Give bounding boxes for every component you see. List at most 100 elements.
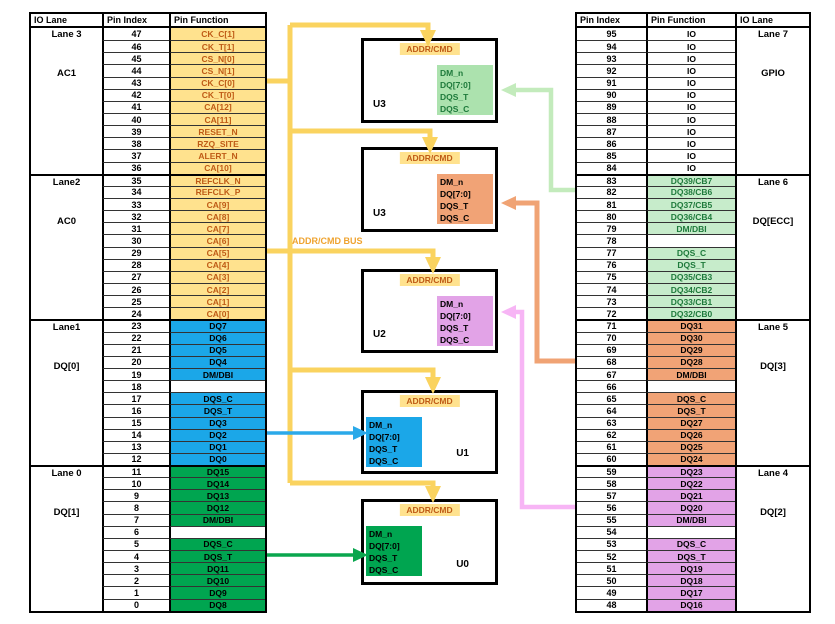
pin-function-cell: IO [646, 88, 735, 101]
addr-cmd-tag: ADDR/CMD [399, 43, 460, 55]
pin-function-cell: DQS_C [169, 537, 265, 551]
pin-index-cell: 93 [577, 52, 646, 65]
pin-function-cell: DQ18 [646, 574, 735, 587]
pin-index-cell: 32 [102, 210, 169, 223]
pin-function-cell: DQ39/CB7 [646, 173, 735, 186]
pin-function-cell: DM/DBI [646, 222, 735, 235]
pin-function-cell: DQ6 [169, 331, 265, 344]
column-header: Pin Function [169, 14, 265, 28]
pin-function-cell: DQ20 [646, 501, 735, 514]
pin-function-cell: CA[4] [169, 258, 265, 271]
pin-function-cell: CS_N[1] [169, 64, 265, 77]
pin-index-cell: 66 [577, 380, 646, 393]
signal-label: DQS_C [440, 335, 470, 345]
pin-function-cell: CK_C[0] [169, 76, 265, 89]
pin-function-cell: IO [646, 52, 735, 65]
pin-function-cell: DQ34/CB2 [646, 282, 735, 296]
pin-index-cell: 79 [577, 222, 646, 235]
pin-index-cell: 62 [577, 428, 646, 441]
pin-index-cell: 31 [102, 222, 169, 235]
signal-label: DQ[7:0] [440, 311, 471, 321]
pin-function-cell: DQ33/CB1 [646, 295, 735, 308]
pin-function-cell: IO [646, 149, 735, 162]
signal-label: DQS_T [440, 201, 469, 211]
pin-index-cell: 44 [102, 64, 169, 77]
pin-index-cell: 17 [102, 392, 169, 405]
pin-function-cell: CA[3] [169, 270, 265, 283]
signal-label: DQS_C [440, 104, 470, 114]
pin-index-cell: 73 [577, 295, 646, 308]
pin-function-cell: REFCLK_N [169, 173, 265, 186]
addr-cmd-tag: ADDR/CMD [399, 274, 460, 286]
pin-function-cell: DQS_T [646, 404, 735, 417]
pin-function-cell: DQ10 [169, 574, 265, 587]
pin-function-cell: DQ19 [646, 562, 735, 575]
pin-function-cell [169, 380, 265, 393]
chip-name-label: U2 [373, 329, 386, 340]
pin-index-cell: 84 [577, 161, 646, 174]
pin-index-cell: 65 [577, 392, 646, 405]
pin-function-cell: CA[7] [169, 222, 265, 235]
pin-index-cell: 80 [577, 210, 646, 223]
pin-index-cell: 9 [102, 489, 169, 502]
pin-index-cell: 71 [577, 319, 646, 332]
pin-function-cell: DQ5 [169, 343, 265, 356]
signal-label: DQ[7:0] [440, 189, 471, 199]
pin-function-cell: DQ7 [169, 319, 265, 332]
pin-index-cell: 1 [102, 586, 169, 599]
chip-name-label: U1 [456, 448, 469, 459]
lane-sublabel: AC0 [56, 215, 76, 227]
signal-label: DQ[7:0] [440, 80, 471, 90]
pin-function-cell: DQ16 [646, 598, 735, 611]
pin-function-cell: DQS_C [646, 246, 735, 259]
pin-index-cell: 24 [102, 307, 169, 320]
pin-function-cell: CA[6] [169, 234, 265, 247]
column-header: IO Lane [735, 14, 809, 28]
pin-index-cell: 7 [102, 513, 169, 526]
pin-index-cell: 81 [577, 197, 646, 211]
dq2-arrow [501, 305, 575, 510]
signal-label: DQS_T [369, 444, 398, 454]
pin-function-cell: DQ28 [646, 355, 735, 368]
pin-index-cell: 38 [102, 137, 169, 150]
dq3-arrow [501, 196, 575, 364]
lane-label: Lane 3 [51, 29, 82, 40]
pin-index-cell: 95 [577, 28, 646, 41]
pin-function-cell: CA[1] [169, 295, 265, 308]
pin-function-cell: IO [646, 40, 735, 53]
pin-function-cell: DM/DBI [169, 367, 265, 381]
pin-function-cell: DQS_T [169, 404, 265, 417]
pin-function-cell [646, 234, 735, 247]
pin-function-cell: DQ1 [169, 440, 265, 453]
pin-function-cell: DQ24 [646, 452, 735, 466]
pin-index-cell: 37 [102, 149, 169, 162]
lane-label: Lane 7 [757, 29, 789, 40]
pin-index-cell: 22 [102, 331, 169, 344]
pin-index-cell: 51 [577, 562, 646, 575]
pin-index-cell: 27 [102, 270, 169, 283]
pin-function-cell: DQ22 [646, 477, 735, 490]
pin-index-cell: 70 [577, 331, 646, 344]
pin-function-cell: CS_N[0] [169, 52, 265, 65]
pin-function-cell: DQ37/CB5 [646, 197, 735, 211]
lane-sublabel: GPIO [761, 68, 785, 79]
signal-label: DM_n [440, 177, 464, 187]
pin-function-cell: IO [646, 100, 735, 113]
pin-function-cell: DQ0 [169, 452, 265, 466]
column-header: Pin Index [102, 14, 169, 28]
addr-cmd-tag: ADDR/CMD [399, 504, 460, 516]
pin-function-cell: IO [646, 125, 735, 138]
pin-function-cell: DQ32/CB0 [646, 307, 735, 320]
pin-index-cell: 76 [577, 258, 646, 271]
pin-index-cell: 41 [102, 100, 169, 113]
pin-function-cell: CA[12] [169, 100, 265, 113]
pin-function-cell: DQ30 [646, 331, 735, 344]
pin-index-cell: 58 [577, 477, 646, 490]
pin-function-cell: DQS_T [646, 258, 735, 271]
